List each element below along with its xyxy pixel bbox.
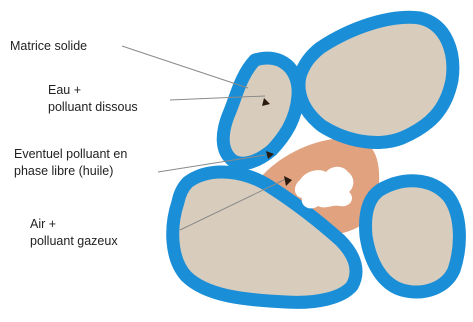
grain-top-left bbox=[223, 58, 298, 163]
label-solid-matrix-text: Matrice solide bbox=[10, 38, 87, 55]
label-air-line1: Air + bbox=[30, 216, 118, 233]
grain-right bbox=[366, 181, 460, 292]
label-air-line2: polluant gazeux bbox=[30, 233, 118, 250]
label-water-dissolved: Eau + polluant dissous bbox=[48, 82, 138, 116]
label-free-phase-line2: phase libre (huile) bbox=[14, 163, 127, 180]
label-free-phase: Eventuel polluant en phase libre (huile) bbox=[14, 146, 127, 180]
grain-top-right bbox=[299, 17, 453, 142]
label-solid-matrix: Matrice solide bbox=[10, 38, 87, 55]
label-water-line1: Eau + bbox=[48, 82, 138, 99]
leader-line-solid-matrix bbox=[122, 46, 248, 88]
label-free-phase-line1: Eventuel polluant en bbox=[14, 146, 127, 163]
label-air-gas: Air + polluant gazeux bbox=[30, 216, 118, 250]
label-water-line2: polluant dissous bbox=[48, 99, 138, 116]
